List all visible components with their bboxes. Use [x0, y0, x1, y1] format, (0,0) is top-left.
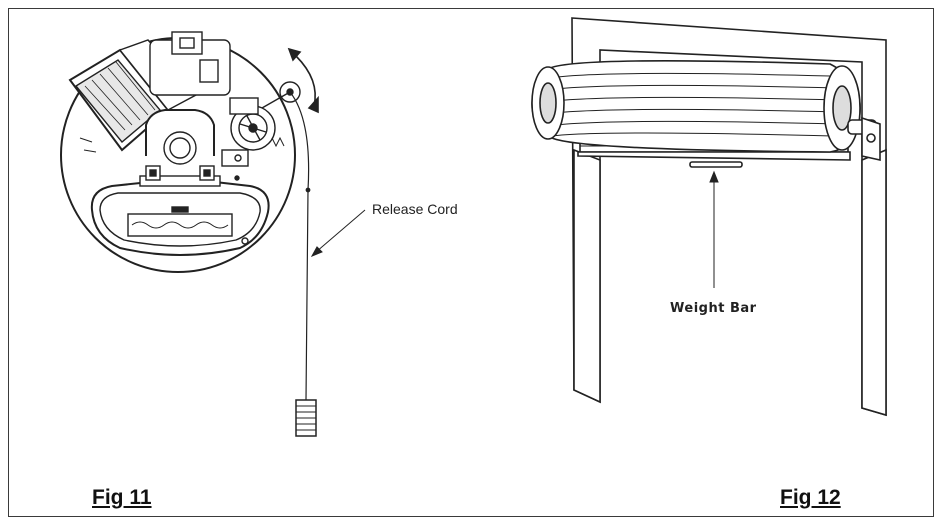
- fig-11-caption: Fig 11: [92, 486, 152, 509]
- rotation-arrows: [287, 47, 319, 114]
- fig-12-caption: Fig 12: [780, 486, 841, 509]
- release-cord-leader: [310, 209, 366, 257]
- figure-frame: [8, 8, 934, 517]
- release-cord: [289, 91, 317, 437]
- release-cord-label: Release Cord: [372, 201, 458, 217]
- motor-head-drawing: [60, 31, 301, 273]
- weight-bar-leader: [709, 170, 719, 288]
- roller-shutter-drawing: [531, 17, 887, 417]
- weight-bar-label: Weight Bar: [670, 301, 757, 316]
